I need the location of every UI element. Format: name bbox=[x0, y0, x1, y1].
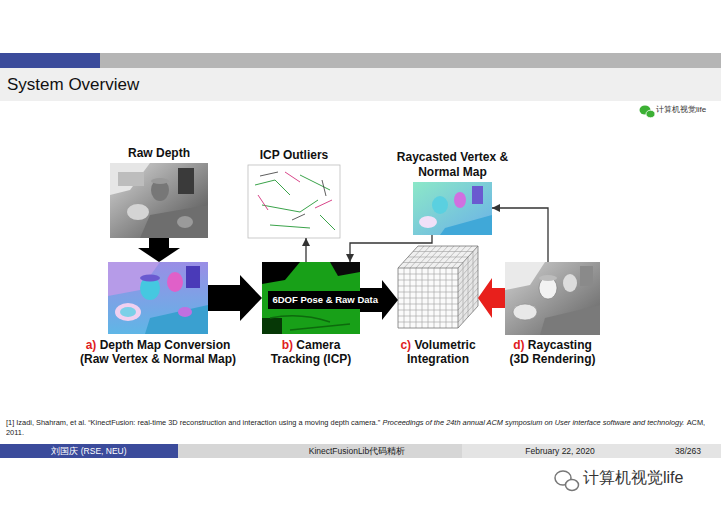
watermark-text: 计算机视觉life bbox=[583, 468, 683, 487]
node-caption: Raycasted Vertex & Normal Map bbox=[393, 150, 513, 179]
caption-wrap: Raw Depth bbox=[109, 146, 209, 160]
caption-wrap: d) Raycasting (3D Rendering) bbox=[507, 338, 599, 367]
caption-wrap: ICP Outliers bbox=[244, 148, 344, 162]
footer-bar bbox=[0, 444, 721, 458]
footer-text: 刘国庆 (RSE, NEU) bbox=[0, 444, 178, 458]
arrow-head bbox=[492, 204, 500, 212]
flow-arrow bbox=[208, 275, 262, 321]
arrow-line bbox=[492, 208, 548, 262]
volume-cube bbox=[398, 246, 478, 328]
caption-wrap: a) Depth Map Conversion (Raw Vertex & No… bbox=[74, 338, 242, 367]
caption-wrap: Raycasted Vertex & Normal Map bbox=[393, 150, 513, 179]
arrow-body bbox=[208, 275, 262, 321]
slide-title: System Overview bbox=[7, 75, 139, 95]
flow-arrow bbox=[138, 238, 180, 262]
raycast-map-image bbox=[413, 182, 492, 235]
footer-text: February 22, 2020 bbox=[500, 444, 620, 458]
caption-wrap: c) Volumetric Integration bbox=[392, 338, 484, 367]
wechat-icon bbox=[555, 471, 579, 491]
watermark-text: 计算机视觉life bbox=[656, 105, 706, 115]
node-caption: d) Raycasting (3D Rendering) bbox=[507, 338, 599, 367]
arrow-line bbox=[350, 235, 432, 262]
raycast-render-image bbox=[505, 262, 600, 335]
image-panel: Raw Depth bbox=[110, 163, 208, 238]
footer-text: 38/263 bbox=[660, 444, 716, 458]
flow-arrow bbox=[478, 278, 505, 318]
normal-map-image bbox=[108, 262, 208, 334]
step-letter: d) bbox=[513, 338, 524, 352]
footer-text: KinectFusionLib代码精析 bbox=[247, 444, 467, 458]
node-caption: a) Depth Map Conversion (Raw Vertex & No… bbox=[74, 338, 242, 367]
flow-line bbox=[492, 204, 548, 262]
image-panel: a) Depth Map Conversion (Raw Vertex & No… bbox=[108, 262, 208, 334]
arrow-body bbox=[138, 238, 180, 262]
citation-text: [1] Izadi, Shahram, et al. “KinectFusion… bbox=[6, 418, 380, 427]
footnote: [1] Izadi, Shahram, et al. “KinectFusion… bbox=[6, 418, 714, 437]
image-panel: c) Volumetric Integration bbox=[398, 246, 478, 328]
wechat-icon bbox=[640, 106, 656, 118]
arrow-body bbox=[478, 278, 505, 318]
arrow-head bbox=[346, 254, 354, 262]
step-letter: c) bbox=[400, 338, 411, 352]
node-caption: Raw Depth bbox=[109, 146, 209, 160]
arrow-head bbox=[302, 238, 310, 246]
step-letter: a) bbox=[86, 338, 97, 352]
edge-label: 6DOF Pose & Raw Data bbox=[268, 291, 382, 308]
node-caption: b) Camera Tracking (ICP) bbox=[267, 338, 355, 367]
raw-depth-image bbox=[110, 163, 208, 238]
icp-outlier-image bbox=[248, 165, 340, 238]
flow-line bbox=[346, 235, 432, 262]
step-letter: b) bbox=[282, 338, 293, 352]
header-bar bbox=[0, 53, 721, 101]
image-panel: ICP Outliers bbox=[248, 165, 340, 238]
citation-text: Proceedings of the 24th annual ACM sympo… bbox=[382, 418, 684, 427]
caption-wrap: b) Camera Tracking (ICP) bbox=[267, 338, 355, 367]
node-caption: ICP Outliers bbox=[244, 148, 344, 162]
flow-line bbox=[302, 238, 310, 262]
image-panel: d) Raycasting (3D Rendering) bbox=[505, 262, 600, 335]
image-panel: Raycasted Vertex & Normal Map bbox=[413, 182, 492, 235]
node-caption: c) Volumetric Integration bbox=[392, 338, 484, 367]
